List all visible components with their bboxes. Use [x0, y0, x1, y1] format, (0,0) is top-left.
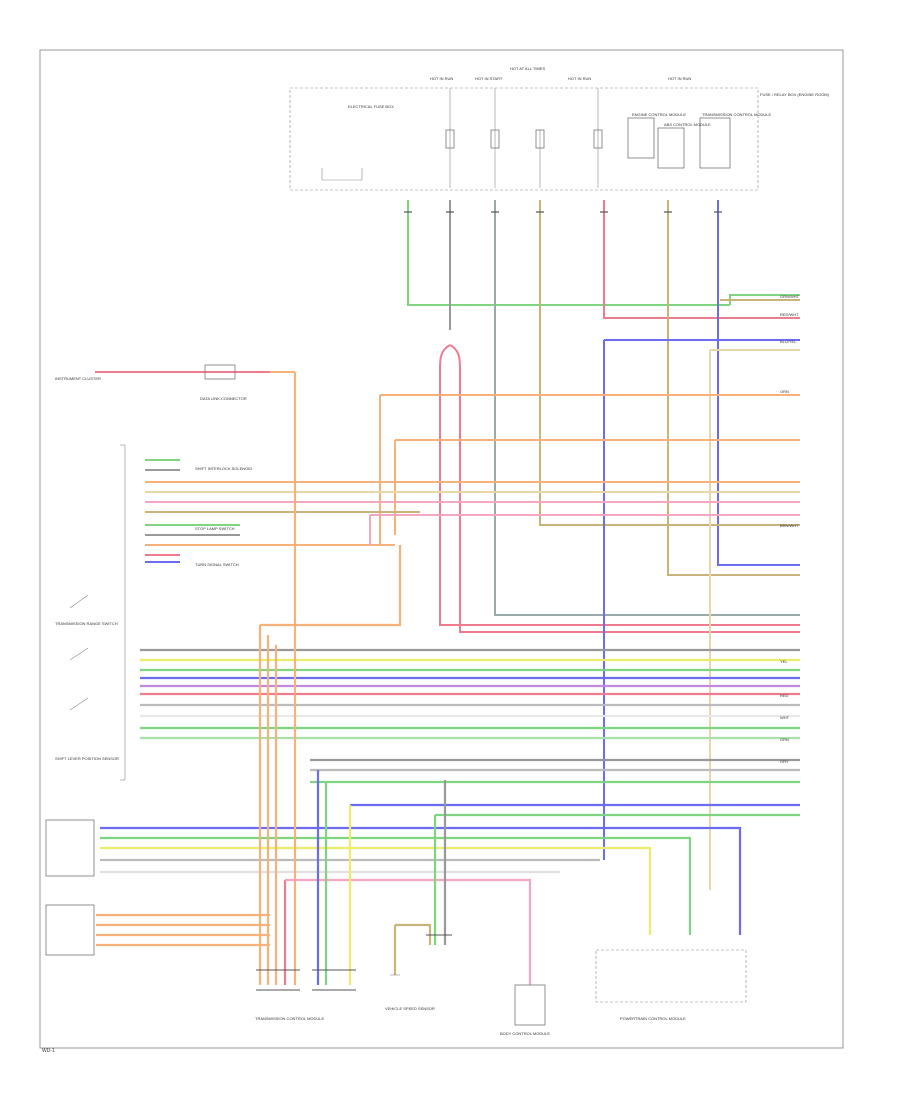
wire-label-9: BRN/WHT: [780, 523, 799, 528]
left-top-label: INSTRUMENT CLUSTER: [55, 376, 101, 381]
wire-label-7: WHT: [780, 715, 790, 720]
top-fuse-label-4: HOT IN RUN: [668, 76, 691, 81]
top-fuse-label-1: HOT IN RUN: [430, 76, 453, 81]
left-bottom-label-2: SHIFT LEVER POSITION SENSOR: [55, 756, 119, 761]
right-box-label-3: TRANSMISSION CONTROL MODULE: [702, 112, 772, 117]
left-sw-label-2: STOP LAMP SWITCH: [195, 526, 235, 531]
right-box-label-1: ENGINE CONTROL MODULE: [632, 112, 686, 117]
bottom-label-1: TRANSMISSION CONTROL MODULE: [255, 1016, 325, 1021]
right-box-label-4: FUSE / RELAY BOX (ENGINE ROOM): [760, 92, 830, 97]
fuse-relay-bracket: [321, 168, 363, 181]
wire-label-8: GRY: [780, 759, 789, 764]
wire-label-3: BLU/YEL: [780, 339, 797, 344]
wire-label-4: ORN: [780, 389, 789, 394]
left-bottom-label-1: TRANSMISSION RANGE SWITCH: [55, 621, 118, 626]
top-header-label: HOT AT ALL TIMES: [510, 66, 545, 71]
left-components: INSTRUMENT CLUSTER DATA LINK CONNECTOR S…: [45, 364, 252, 956]
bottom-label-3: BODY CONTROL MODULE: [500, 1031, 550, 1036]
bottom-label-4: POWERTRAIN CONTROL MODULE: [620, 1016, 686, 1021]
horizontal-wires: [95, 371, 800, 563]
wire-label-2: RED/WHT: [780, 312, 799, 317]
wire-label-1: GRN/WHT: [780, 294, 800, 299]
left-mid-conn-label: DATA LINK CONNECTOR: [200, 396, 247, 401]
bottom-components: TRANSMISSION CONTROL MODULE VEHICLE SPEE…: [255, 949, 747, 1036]
top-fuse-label-3: HOT IN RUN: [568, 76, 591, 81]
bottom-label-2: VEHICLE SPEED SENSOR: [385, 1006, 435, 1011]
orange-verticals: [258, 372, 532, 985]
right-modules: ENGINE CONTROL MODULE ABS CONTROL MODULE…: [627, 92, 830, 169]
right-wire-labels: GRN/WHT RED/WHT BLU/YEL ORN YEL RED WHT …: [780, 294, 800, 764]
wire-label-5: YEL: [780, 659, 788, 664]
elec-fuse-label: ELECTRICAL FUSE BOX: [348, 104, 394, 109]
right-box-label-2: ABS CONTROL MODULE: [664, 122, 711, 127]
top-fuses: [445, 88, 603, 188]
bus-rows: [140, 648, 800, 817]
top-fuse-label-2: HOT IN START: [475, 76, 503, 81]
wire-label-10: GRN: [780, 737, 789, 742]
left-sw-label-3: TURN SIGNAL SWITCH: [195, 562, 239, 567]
lower-bus: [96, 826, 742, 947]
top-vertical-wires: [407, 200, 800, 890]
footer-code: WD-1: [42, 1048, 55, 1054]
bottom-connector-ticks: [256, 934, 452, 991]
diagram-frame: [39, 49, 844, 1049]
left-sw-label-1: SHIFT INTERLOCK SOLENOID: [195, 466, 252, 471]
wire-label-6: RED: [780, 693, 789, 698]
